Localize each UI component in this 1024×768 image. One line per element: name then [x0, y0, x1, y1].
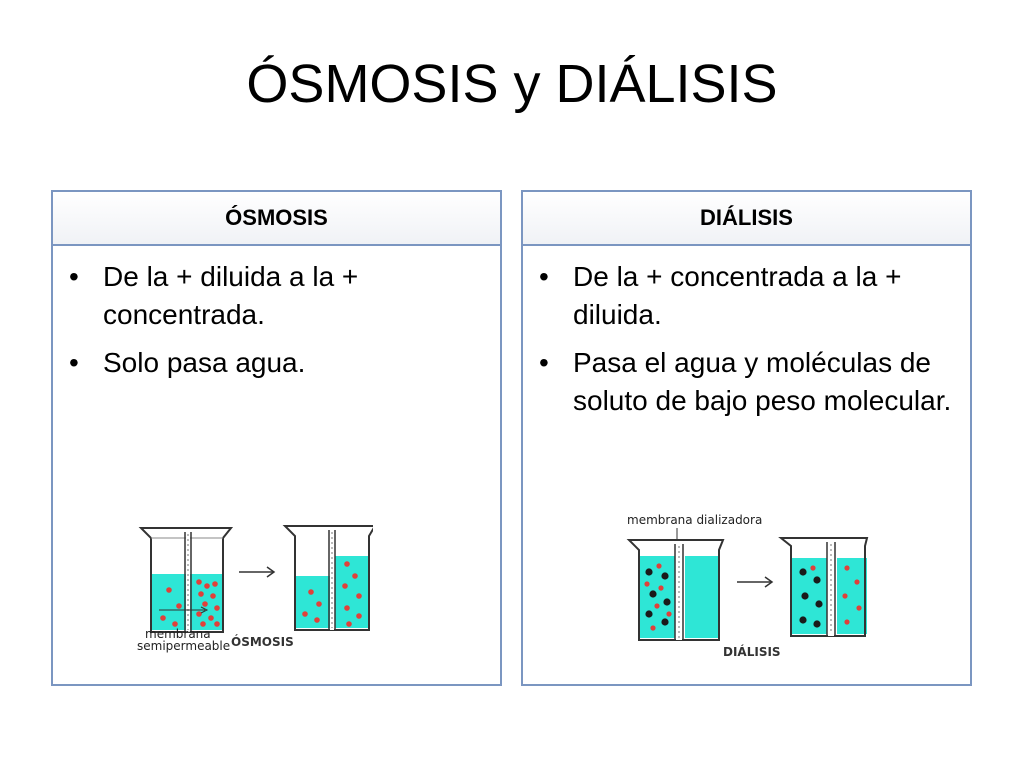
bullet-item: De la + concentrada a la + diluida.	[539, 258, 960, 334]
beaker-before	[626, 539, 725, 641]
dialisis-bullets: De la + concentrada a la + diluida. Pasa…	[523, 246, 970, 420]
osmosis-caption: ÓSMOSIS	[231, 635, 294, 649]
bullet-item: Pasa el agua y moléculas de soluto de ba…	[539, 344, 960, 420]
dialisis-header: DIÁLISIS	[523, 192, 970, 246]
osmosis-bullets: De la + diluida a la + concentrada. Solo…	[53, 246, 500, 382]
membrane-label: membrana	[145, 627, 211, 641]
bullet-item: Solo pasa agua.	[69, 344, 490, 382]
slide-title: ÓSMOSIS y DIÁLISIS	[246, 54, 778, 114]
dialisis-card: DIÁLISIS De la + concentrada a la + dilu…	[521, 190, 972, 686]
dialisis-caption: DIÁLISIS	[723, 645, 781, 659]
osmosis-header: ÓSMOSIS	[53, 192, 500, 246]
beaker-after	[778, 537, 869, 637]
membrane-label: semipermeable	[137, 639, 231, 653]
osmosis-diagram: membrana semipermeable ÓSMOSIS	[133, 520, 377, 660]
beaker-before	[138, 527, 234, 633]
osmosis-card: ÓSMOSIS De la + diluida a la + concentra…	[51, 190, 502, 686]
bullet-item: De la + diluida a la + concentrada.	[69, 258, 490, 334]
dialisis-beakers	[626, 528, 869, 641]
dialisis-diagram: membrana dializadora	[619, 510, 869, 662]
membrane-label: membrana dializadora	[627, 513, 763, 527]
osmosis-beakers	[138, 525, 377, 633]
beaker-after	[282, 525, 377, 631]
